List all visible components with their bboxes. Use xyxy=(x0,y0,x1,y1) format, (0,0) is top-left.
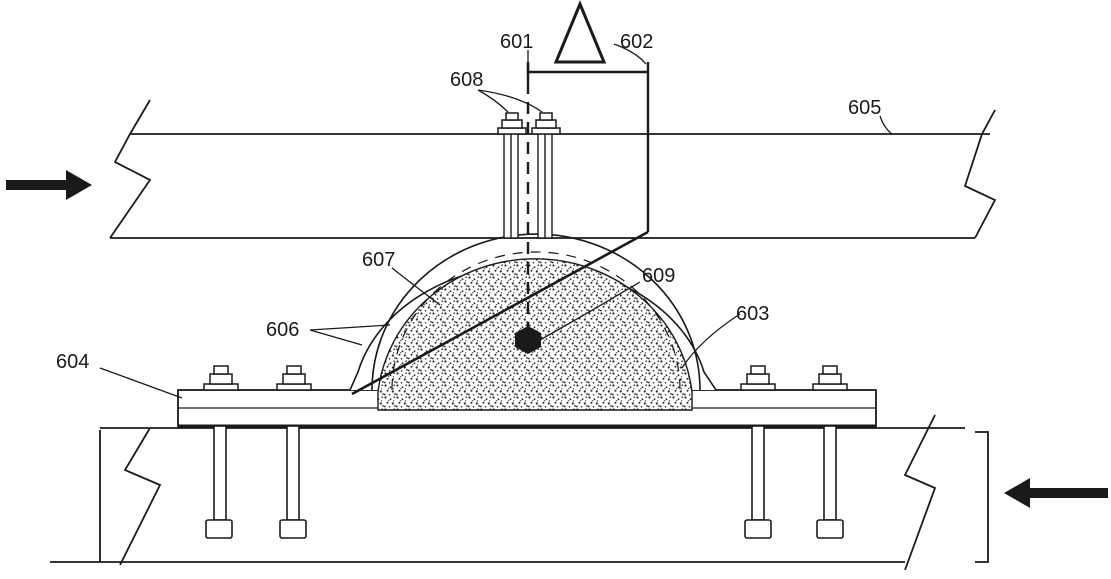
beam-nut-2 xyxy=(531,112,561,135)
label-607: 607 xyxy=(362,249,395,271)
lower-beam xyxy=(50,414,989,571)
base-plate xyxy=(177,389,877,428)
anchor-bolt-2 xyxy=(279,425,307,539)
beam-nuts xyxy=(497,112,561,135)
plate-nut-2 xyxy=(276,365,312,391)
plate-nuts xyxy=(203,365,848,391)
anchor-bolts xyxy=(205,425,844,539)
label-602: 602 xyxy=(620,31,653,53)
anchor-bolt-4 xyxy=(816,425,844,539)
anchor-bolt-3 xyxy=(744,425,772,539)
label-608: 608 xyxy=(450,69,483,91)
plate-nut-3 xyxy=(740,365,776,391)
beam-nut-1 xyxy=(497,112,527,135)
label-605: 605 xyxy=(848,97,881,119)
label-606: 606 xyxy=(266,319,299,341)
right-arrow-icon xyxy=(6,170,92,200)
plate-nut-1 xyxy=(203,365,239,391)
label-603: 603 xyxy=(736,303,769,325)
left-arrow-icon xyxy=(1004,478,1108,508)
triangle-symbol-icon xyxy=(553,0,607,64)
leader-lines xyxy=(99,43,893,399)
label-604: 604 xyxy=(56,351,89,373)
plate-nut-4 xyxy=(812,365,848,391)
label-601: 601 xyxy=(500,31,533,53)
vertical-rods xyxy=(503,133,553,239)
label-609: 609 xyxy=(642,265,675,287)
anchor-bolt-1 xyxy=(205,425,233,539)
reference-labels: 601 602 608 605 607 609 606 603 604 xyxy=(56,31,881,373)
sensor-wire xyxy=(351,62,650,396)
hexagon-marker-icon xyxy=(515,326,541,354)
